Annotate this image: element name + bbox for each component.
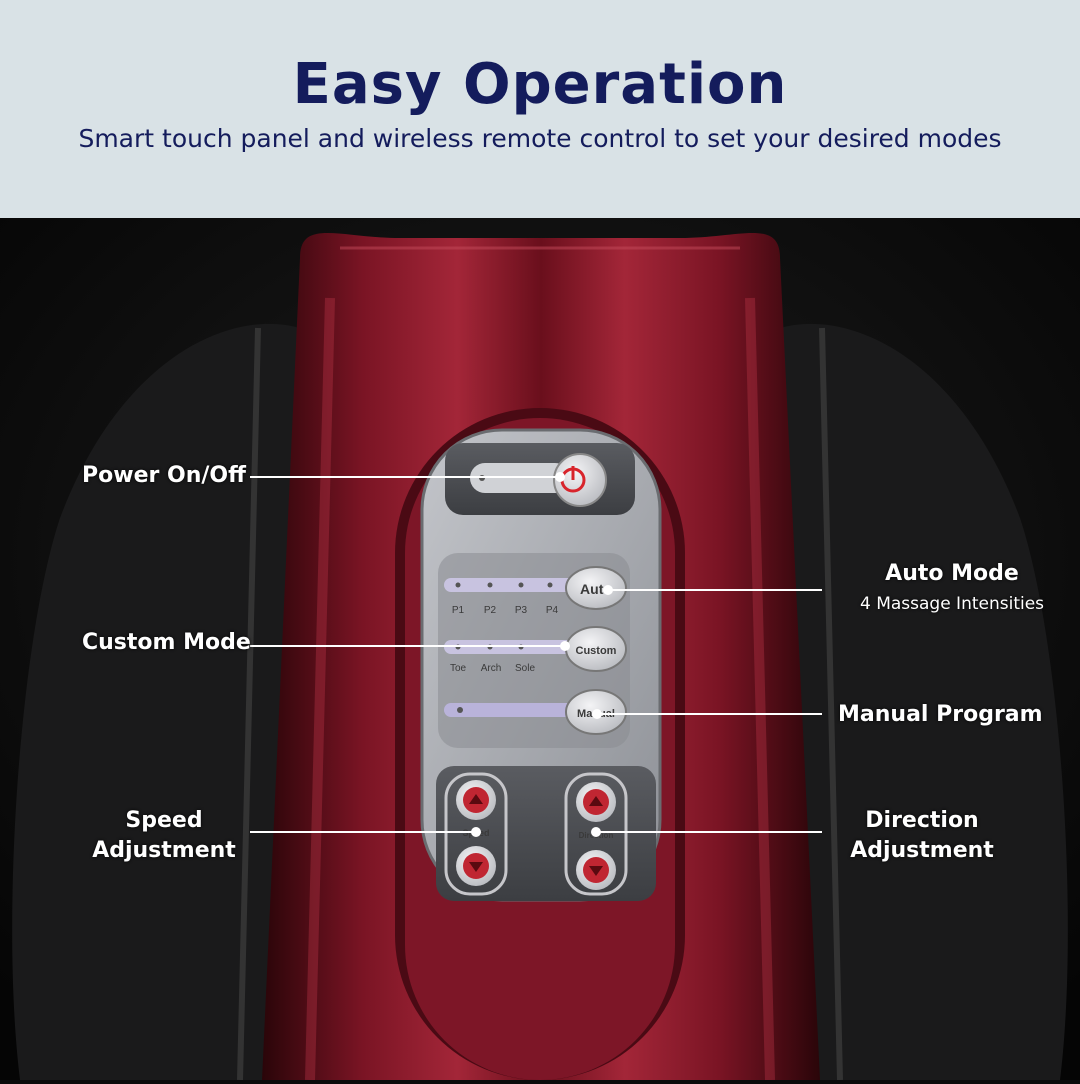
speed-callout-line2: Adjustment [92,838,236,863]
power-leader-dot [555,472,565,482]
speed-adjustment-callout: Speed Adjustment [84,806,244,866]
auto-mode-subtitle: 4 Massage Intensities [859,594,1045,614]
power-callout: Power On/Off [82,463,246,488]
p3-label: P3 [515,605,528,616]
p2-label: P2 [484,605,497,616]
auto-mode-title: Auto Mode [885,561,1019,586]
speed-leader-dot [471,827,481,837]
speed-callout-line1: Speed [125,808,203,833]
page-subtitle: Smart touch panel and wireless remote co… [78,124,1002,153]
auto-mode-callout: Auto Mode 4 Massage Intensities [832,559,1072,619]
header-banner: Easy Operation Smart touch panel and wir… [0,0,1080,218]
direction-leader-dot [591,827,601,837]
auto-leader-dot [603,585,613,595]
custom-button-label: Custom [576,645,617,657]
auto-button-label: Auto [580,581,612,597]
product-photo: Auto P1 P2 P3 P4 Custom Toe Arch Sole Ma… [0,218,1080,1081]
foot-massager-illustration: Auto P1 P2 P3 P4 Custom Toe Arch Sole Ma… [0,218,1080,1081]
manual-leader-dot [592,709,602,719]
sole-label: Sole [515,663,535,674]
p1-label: P1 [452,605,465,616]
custom-leader-dot [560,641,570,651]
custom-mode-callout: Custom Mode [82,630,251,655]
arch-label: Arch [481,663,502,674]
direction-callout-line1: Direction [865,808,979,833]
page-title: Easy Operation [292,52,788,117]
direction-callout-line2: Adjustment [850,838,994,863]
direction-adjustment-callout: Direction Adjustment [842,806,1002,866]
manual-program-callout: Manual Program [838,702,1043,727]
p4-label: P4 [546,605,559,616]
toe-label: Toe [450,663,467,674]
